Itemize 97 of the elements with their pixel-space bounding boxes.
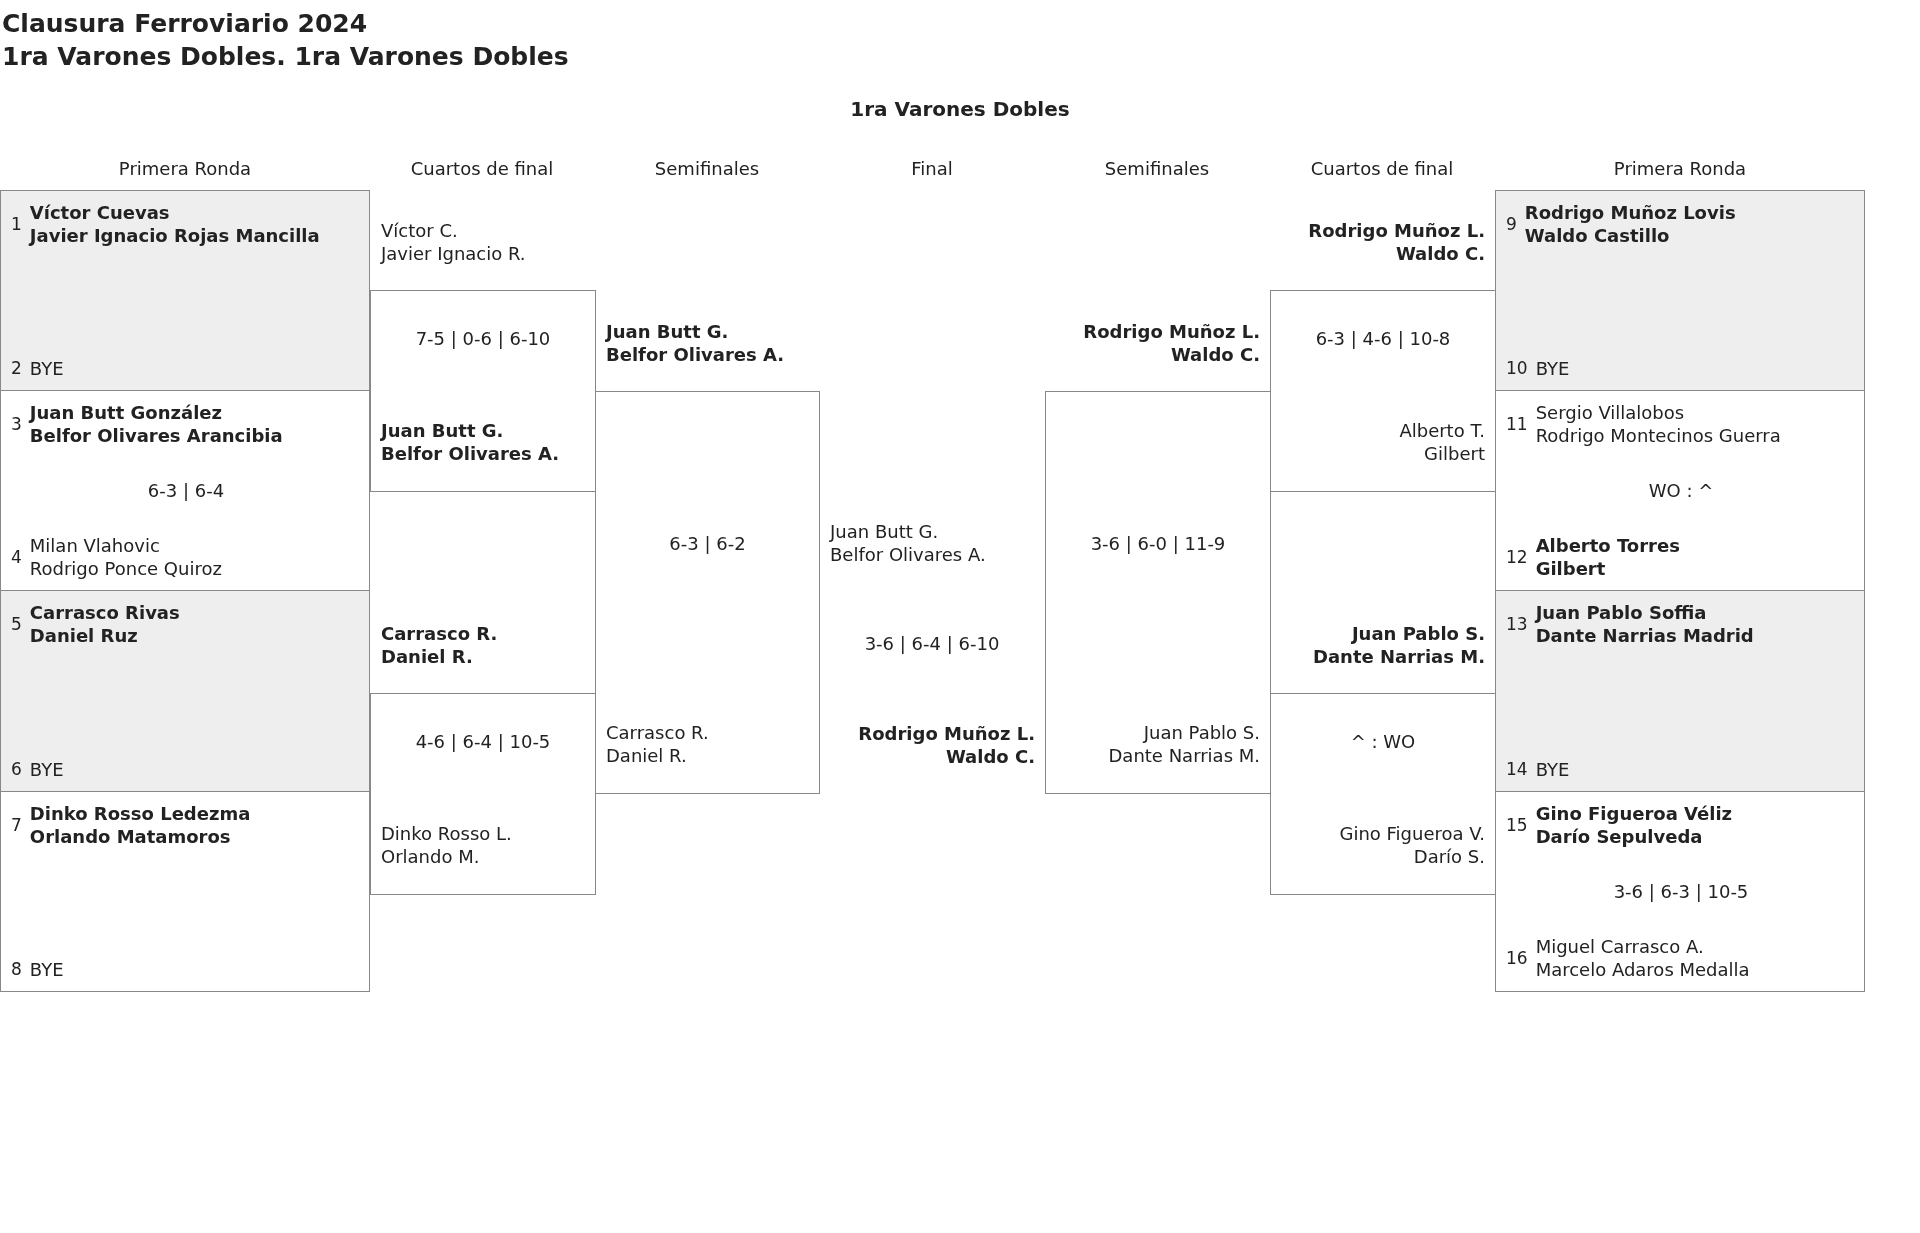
player-name: Daniel R.	[606, 744, 687, 767]
match-score: 7-5 | 0-6 | 6-10	[414, 327, 552, 350]
player-name: BYE	[29, 758, 64, 781]
seed-number: 11	[1506, 412, 1528, 436]
match-score: 4-6 | 6-4 | 10-5	[414, 730, 552, 753]
round-header: Semifinales	[654, 157, 760, 180]
player-name: Juan Butt G.	[830, 520, 939, 543]
player-name: Gilbert	[1424, 442, 1485, 465]
seed-number: 13	[1506, 612, 1528, 636]
match-box	[0, 590, 370, 792]
player-name: Rodrigo Muñoz Lovis	[1524, 201, 1736, 224]
player-name: Dinko Rosso L.	[381, 822, 512, 845]
player-name: Carrasco Rivas	[29, 601, 180, 624]
player-name: Alberto T.	[1399, 419, 1485, 442]
player-name: Carrasco R.	[381, 622, 498, 645]
player-name: Gino Figueroa Véliz	[1535, 802, 1733, 825]
player-name: Juan Pablo Soffia	[1535, 601, 1708, 624]
match-score: 6-3 | 4-6 | 10-8	[1314, 327, 1452, 350]
seed-number: 12	[1506, 545, 1528, 569]
event-title: 1ra Varones Dobles	[850, 98, 1070, 121]
player-name: Miguel Carrasco A.	[1535, 935, 1705, 958]
player-name: Carrasco R.	[606, 721, 709, 744]
player-name: Juan Pablo S.	[1143, 721, 1260, 744]
round-header: Primera Ronda	[1613, 157, 1747, 180]
player-name: Waldo Castillo	[1524, 224, 1671, 247]
player-name: Gino Figueroa V.	[1339, 822, 1485, 845]
match-box	[1495, 791, 1865, 992]
player-name: Rodrigo Muñoz L.	[1308, 219, 1485, 242]
player-name: Juan Butt González	[29, 401, 223, 424]
round-header: Semifinales	[1104, 157, 1210, 180]
seed-number: 16	[1506, 946, 1528, 970]
seed-number: 4	[11, 545, 22, 569]
player-name: Daniel R.	[381, 645, 473, 668]
player-name: Waldo C.	[1170, 343, 1260, 366]
seed-number: 6	[11, 758, 22, 781]
player-name: Dinko Rosso Ledezma	[29, 802, 251, 825]
seed-number: 3	[11, 412, 22, 436]
match-score: 3-6 | 6-0 | 11-9	[1089, 532, 1227, 555]
player-name: Waldo C.	[1395, 242, 1485, 265]
player-name: Belfor Olivares Arancibia	[29, 424, 283, 447]
seed-number: 15	[1506, 813, 1528, 837]
player-name: BYE	[1535, 758, 1570, 781]
player-name: BYE	[29, 357, 64, 380]
player-name: Javier Ignacio Rojas Mancilla	[29, 224, 320, 247]
seed-number: 5	[11, 612, 22, 636]
match-score: 3-6 | 6-3 | 10-5	[1612, 880, 1750, 903]
player-name: Javier Ignacio R.	[381, 242, 526, 265]
player-name: BYE	[29, 958, 64, 981]
player-name: Milan Vlahovic	[29, 534, 161, 557]
seed-number: 2	[11, 357, 22, 380]
player-name: Gilbert	[1535, 557, 1607, 580]
player-name: Víctor C.	[381, 219, 458, 242]
seed-number: 10	[1506, 357, 1528, 380]
player-name: Juan Butt G.	[606, 320, 729, 343]
match-box	[1495, 590, 1865, 792]
player-name: Juan Butt G.	[381, 419, 504, 442]
player-name: Rodrigo Ponce Quiroz	[29, 557, 222, 580]
player-name: Daniel Ruz	[29, 624, 139, 647]
match-score: 6-3 | 6-2	[668, 532, 747, 555]
player-name: Alberto Torres	[1535, 534, 1680, 557]
match-score: 3-6 | 6-4 | 6-10	[864, 632, 1000, 655]
seed-number: 9	[1506, 212, 1517, 236]
player-name: Juan Pablo S.	[1351, 622, 1485, 645]
seed-number: 14	[1506, 758, 1528, 781]
player-name: Sergio Villalobos	[1535, 401, 1686, 424]
player-name: Dante Narrias Madrid	[1535, 624, 1754, 647]
match-box	[1495, 190, 1865, 391]
match-score: WO : ^	[1647, 479, 1715, 502]
player-name: Rodrigo Muñoz L.	[858, 722, 1035, 745]
seed-number: 8	[11, 958, 22, 981]
match-score: ^ : WO	[1349, 730, 1417, 753]
player-name: Orlando Matamoros	[29, 825, 232, 848]
player-name: Darío Sepulveda	[1535, 825, 1704, 848]
tournament-title: Clausura Ferroviario 2024	[2, 8, 368, 40]
player-name: Orlando M.	[381, 845, 480, 868]
player-name: Belfor Olivares A.	[606, 343, 785, 366]
player-name: Belfor Olivares A.	[381, 442, 560, 465]
round-header: Final	[911, 157, 953, 180]
seed-number: 7	[11, 813, 22, 837]
seed-number: 1	[11, 212, 22, 236]
player-name: Dante Narrias M.	[1313, 645, 1485, 668]
round-header: Primera Ronda	[118, 157, 252, 180]
match-box	[0, 190, 370, 391]
round-header: Cuartos de final	[410, 157, 554, 180]
player-name: Marcelo Adaros Medalla	[1535, 958, 1750, 981]
round-header: Cuartos de final	[1310, 157, 1454, 180]
event-subtitle: 1ra Varones Dobles. 1ra Varones Dobles	[2, 41, 569, 73]
player-name: Rodrigo Montecinos Guerra	[1535, 424, 1781, 447]
player-name: BYE	[1535, 357, 1570, 380]
player-name: Rodrigo Muñoz L.	[1083, 320, 1260, 343]
player-name: Dante Narrias M.	[1108, 744, 1260, 767]
match-score: 6-3 | 6-4	[146, 479, 226, 502]
match-box	[0, 791, 370, 992]
player-name: Belfor Olivares A.	[830, 543, 986, 566]
player-name: Darío S.	[1413, 845, 1485, 868]
player-name: Waldo C.	[945, 745, 1035, 768]
player-name: Víctor Cuevas	[29, 201, 171, 224]
